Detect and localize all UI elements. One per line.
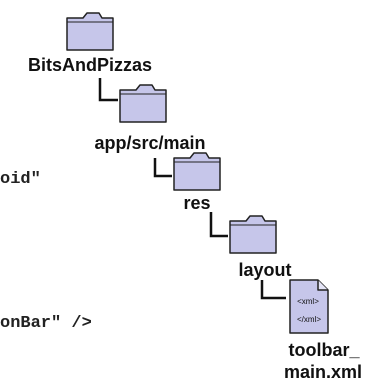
connector-res-layout — [209, 212, 228, 238]
connector-root-app — [98, 78, 118, 102]
xml-close-tag: </xml> — [297, 315, 321, 324]
tree-node-label: BitsAndPizzas — [27, 55, 153, 75]
code-line-fragment-1: oid" — [0, 170, 41, 189]
folder-icon — [229, 215, 277, 254]
tree-node-label: main.xml — [283, 362, 363, 382]
tree-node-label: app/src/main — [94, 133, 206, 153]
tree-node-label: toolbar_ — [288, 340, 360, 360]
code-line-fragment-2: onBar" /> — [0, 314, 92, 333]
connector-layout-file — [260, 280, 286, 300]
connector-app-res — [153, 158, 172, 178]
folder-icon — [66, 12, 114, 51]
tree-node-label: layout — [238, 260, 292, 280]
xml-file-icon: <xml> </xml> — [289, 279, 329, 334]
folder-icon — [173, 152, 221, 191]
xml-open-tag: <xml> — [297, 297, 319, 306]
tree-node-label: res — [183, 193, 211, 213]
folder-icon — [119, 84, 167, 123]
